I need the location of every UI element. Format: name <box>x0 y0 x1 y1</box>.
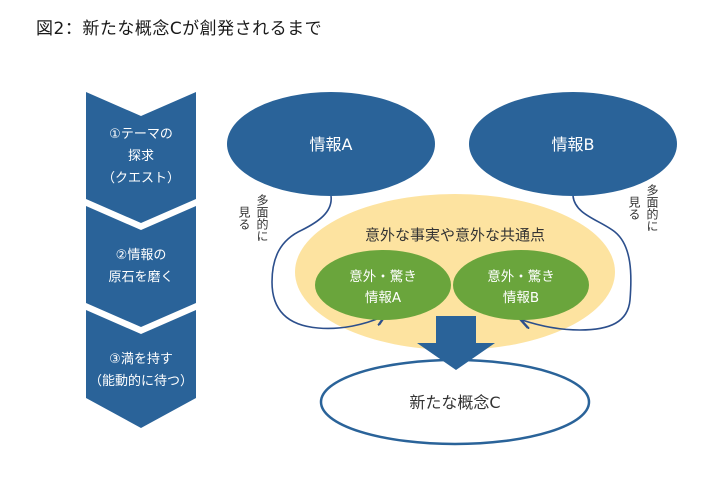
step-2-label: ②情報の 原石を磨く <box>108 248 173 285</box>
surprise-b-line-1: 意外・驚き <box>487 268 555 285</box>
step-2-line-1: ②情報の <box>116 248 167 263</box>
multi-view-left-label: 多面的に 見る <box>237 194 269 242</box>
info-a-label: 情報A <box>310 135 353 154</box>
surprise-b-ellipse <box>453 250 589 320</box>
step-3-line-1: ③満を持す <box>109 352 173 367</box>
multi-view-right-label: 多面的に 見る <box>627 184 659 232</box>
info-b-label: 情報B <box>552 135 595 154</box>
multi-view-right-col1: 多面的に <box>645 184 659 232</box>
step-1-line-2: 探求 <box>128 149 154 164</box>
multi-view-left-col2: 見る <box>237 206 251 230</box>
step-3-line-2: （能動的に待つ） <box>89 373 193 389</box>
surprise-a-ellipse <box>315 250 451 320</box>
common-label: 意外な事実や意外な共通点 <box>365 226 545 244</box>
step-1-label: ①テーマの 探求 （クエスト） <box>102 127 180 186</box>
curve-left <box>271 195 384 330</box>
down-arrow-icon <box>417 316 495 370</box>
concept-c-label: 新たな概念C <box>409 393 500 412</box>
step-1-chevron <box>86 92 196 223</box>
step-1-line-1: ①テーマの <box>109 127 173 142</box>
surprise-a-line-1: 意外・驚き <box>349 268 417 285</box>
info-a-ellipse <box>227 92 435 196</box>
multi-view-right-col2: 見る <box>627 196 641 220</box>
surprise-b-line-2: 情報B <box>503 290 539 306</box>
info-b-ellipse <box>469 92 677 196</box>
step-2-line-2: 原石を磨く <box>108 270 173 285</box>
step-1-line-3: （クエスト） <box>102 171 180 186</box>
figure-title: 図2：新たな概念Cが創発されるまで <box>36 19 323 39</box>
curve-right <box>522 195 632 331</box>
step-2-chevron <box>86 206 196 327</box>
step-3-chevron <box>86 310 196 428</box>
multi-view-left-col1: 多面的に <box>255 194 269 242</box>
step-3-label: ③満を持す （能動的に待つ） <box>89 352 193 389</box>
surprise-a-line-2: 情報A <box>365 290 402 306</box>
